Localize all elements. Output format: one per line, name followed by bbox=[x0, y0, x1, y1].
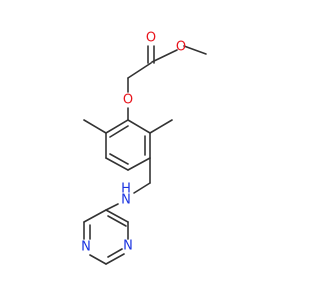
atom-n-ring-1: N bbox=[123, 239, 133, 254]
atom-o-ester: O bbox=[176, 40, 186, 55]
molecule-structure: O O O H N N N bbox=[81, 31, 207, 265]
bond-methyl-right bbox=[149, 119, 173, 134]
bond-pyr-c5-c4-inner bbox=[107, 215, 127, 227]
atom-o-ether: O bbox=[123, 93, 133, 108]
atom-n-ring-2: N bbox=[81, 240, 91, 255]
atom-o-carbonyl-label: O bbox=[146, 31, 156, 46]
bond-ring-c6-c1-inner bbox=[109, 125, 129, 138]
atom-n-ring-2-label: N bbox=[81, 240, 91, 255]
bond-carbonyl-ch2 bbox=[127, 62, 152, 79]
bonds bbox=[83, 45, 207, 265]
bond-ester-methyl bbox=[183, 45, 207, 55]
atom-nh-h-label: H bbox=[121, 182, 131, 197]
bond-ring-c6-c1 bbox=[105, 119, 129, 134]
bond-pyr-n3-c2-inner bbox=[107, 248, 123, 258]
bond-ch2-nh bbox=[133, 182, 151, 194]
bond-pyr-c6-c5 bbox=[83, 209, 107, 223]
atom-labels: O O O H N N N bbox=[81, 31, 186, 255]
bond-ring-c1-c2 bbox=[127, 119, 151, 134]
bond-ester-o-carbonyl-c bbox=[151, 49, 178, 63]
atom-o-ether-label: O bbox=[123, 93, 133, 108]
atom-o-ester-label: O bbox=[176, 40, 186, 55]
atom-nh-n-label: N bbox=[121, 193, 131, 208]
atom-nh-amine: H N bbox=[121, 182, 131, 208]
atom-n-ring-1-label: N bbox=[123, 239, 133, 254]
bond-ring-c4-c5 bbox=[105, 157, 129, 171]
bond-nh-pyrimidine bbox=[105, 203, 119, 211]
bond-ring-c3-c4 bbox=[127, 157, 151, 171]
molecule-canvas: O O O H N N N bbox=[81, 31, 207, 265]
bond-methyl-left bbox=[83, 119, 107, 134]
bond-pyr-n3-c2 bbox=[105, 253, 125, 265]
bond-pyr-c5-c4 bbox=[105, 209, 129, 223]
atom-o-carbonyl: O bbox=[146, 31, 156, 46]
bond-pyr-c2-n1 bbox=[89, 254, 107, 265]
bond-ring-c4-c5-inner bbox=[109, 153, 129, 165]
